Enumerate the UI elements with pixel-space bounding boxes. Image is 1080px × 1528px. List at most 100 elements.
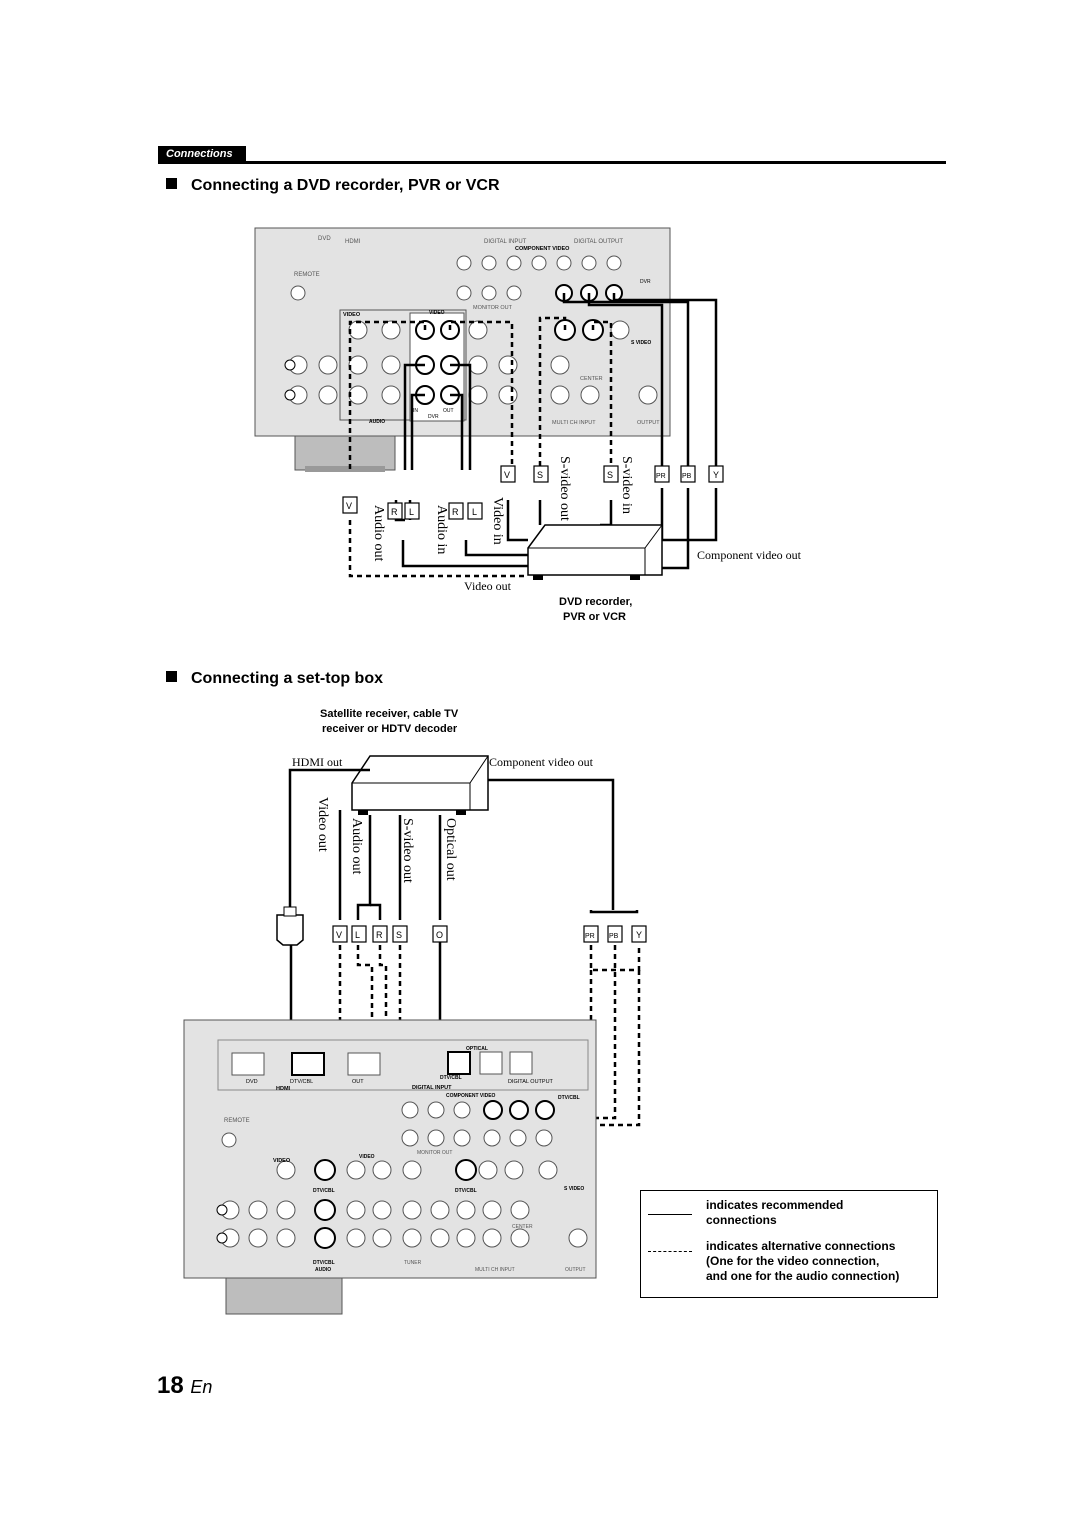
bottom-label-dtv-cbl-audio: DTV/CBL (313, 1260, 335, 1266)
plug-y: Y (713, 470, 719, 480)
label-video-in: Video in (490, 497, 505, 545)
stb-device (351, 755, 489, 815)
label-hdmi-out: HDMI out (292, 755, 343, 769)
bottom-label-monitor-out: MONITOR OUT (417, 1150, 452, 1156)
panel-label-output: OUTPUT (637, 420, 660, 426)
panel-label-video-2: VIDEO (429, 310, 445, 316)
stb-device-name-1: Satellite receiver, cable TV (320, 708, 459, 720)
plug-l: L (409, 507, 414, 517)
receiver-rear-panel-bottom: DVD DTV/CBL HDMI OUT OPTICAL DTV/CBL DIG… (183, 1019, 597, 1315)
heading-dvd-text: Connecting a DVD recorder, PVR or VCR (191, 177, 500, 194)
panel-label-video: VIDEO (343, 312, 361, 318)
label-audio-in: Audio in (434, 505, 449, 554)
panel-label-remote: REMOTE (294, 272, 320, 278)
dvd-device-name-1: DVD recorder, (559, 596, 632, 608)
page-number-value: 18 (157, 1372, 184, 1399)
dvd-device-name-2: PVR or VCR (563, 611, 626, 623)
bottom-label-digital-input: DIGITAL INPUT (412, 1085, 452, 1091)
legend-dashed-text-3: and one for the audio connection) (706, 1269, 900, 1283)
stb-device-name-2: receiver or HDTV decoder (322, 723, 458, 735)
dvd-cables (394, 293, 718, 570)
plug-s-out: S (537, 470, 543, 480)
plug-pr: PR (656, 473, 666, 480)
panel-label-dvr-comp: DVR (640, 279, 651, 285)
panel-label-hdmi: HDMI (345, 239, 361, 245)
label-stb-audio-out: Audio out (349, 818, 364, 875)
stb-plug-pb: PB (609, 933, 619, 940)
legend-dashed-text-2: (One for the video connection, (706, 1254, 880, 1268)
bullet-square-icon (166, 671, 177, 682)
plug-v: V (346, 501, 352, 511)
plug-r: R (391, 507, 398, 517)
bottom-label-dtv-cbl-opt: DTV/CBL (440, 1075, 462, 1081)
bottom-label-digital-output: DIGITAL OUTPUT (508, 1079, 554, 1085)
heading-stb: Connecting a set-top box (166, 670, 383, 688)
stb-cables (288, 768, 639, 1072)
stb-plug-pr: PR (585, 933, 595, 940)
label-stb-svideo-out: S-video out (400, 818, 415, 883)
bottom-label-dtv-cbl: DTV/CBL (290, 1079, 313, 1085)
panel-label-multi-ch: MULTI CH INPUT (552, 420, 596, 426)
bottom-label-video: VIDEO (273, 1158, 291, 1164)
legend (640, 1190, 938, 1298)
panel-label-digital-output: DIGITAL OUTPUT (574, 239, 623, 245)
stb-plug-s: S (396, 930, 402, 940)
label-svideo-out: S-video out (557, 456, 572, 521)
label-stb-optical-out: Optical out (443, 818, 458, 881)
label-audio-out: Audio out (371, 505, 386, 562)
plug-l-in: L (472, 507, 477, 517)
dvd-recorder-device (527, 524, 663, 580)
bottom-label-dvd: DVD (246, 1079, 258, 1085)
stb-plug-o: O (436, 930, 443, 940)
heading-dvd: Connecting a DVD recorder, PVR or VCR (166, 177, 500, 195)
panel-label-monitor-out: MONITOR OUT (473, 305, 513, 311)
panel-label-audio: AUDIO (369, 419, 385, 425)
stb-plug-l: L (355, 930, 360, 940)
bottom-label-audio: AUDIO (315, 1267, 331, 1273)
heading-stb-text: Connecting a set-top box (191, 670, 383, 687)
bottom-label-hdmi: HDMI (276, 1086, 291, 1092)
bottom-label-tuner: TUNER (404, 1260, 422, 1266)
label-stb-component-out: Component video out (489, 755, 594, 769)
stb-plug-r: R (376, 930, 383, 940)
label-stb-video-out: Video out (315, 797, 330, 852)
bottom-label-remote: REMOTE (224, 1118, 250, 1124)
receiver-rear-panel-top: DVD HDMI DIGITAL INPUT DIGITAL OUTPUT CO… (254, 227, 671, 472)
panel-label-center: CENTER (580, 376, 603, 382)
plug-s-in: S (607, 470, 613, 480)
panel-label-digital-input: DIGITAL INPUT (484, 239, 527, 245)
bullet-square-icon (166, 178, 177, 189)
plug-v-in: V (504, 470, 510, 480)
bottom-label-center: CENTER (512, 1224, 533, 1230)
stb-plugs: V L R S O PR PB Y (276, 906, 647, 946)
panel-label-component-video: COMPONENT VIDEO (515, 246, 570, 252)
panel-label-out: OUT (443, 408, 454, 414)
label-video-out: Video out (464, 579, 512, 593)
bottom-label-svideo: S VIDEO (564, 1186, 584, 1192)
panel-label-dvd: DVD (318, 236, 331, 242)
panel-label-dvr-audio: DVR (428, 414, 439, 420)
bottom-label-output: OUTPUT (565, 1267, 586, 1273)
bottom-label-dtv-cbl-video: DTV/CBL (313, 1188, 335, 1194)
plug-pb: PB (682, 473, 692, 480)
label-component-video-out: Component video out (697, 548, 802, 562)
page-language: En (190, 1377, 213, 1397)
bottom-label-dtv-cbl-comp: DTV/CBL (558, 1095, 580, 1101)
section-rule (158, 146, 946, 164)
stb-plug-y: Y (636, 930, 642, 940)
legend-dashed-line (648, 1251, 692, 1252)
bottom-label-video-2: VIDEO (359, 1154, 375, 1160)
section-tab: Connections (158, 146, 246, 162)
bottom-label-multi-ch: MULTI CH INPUT (475, 1267, 515, 1273)
bottom-label-out: OUT (352, 1079, 364, 1085)
bottom-label-dtv-cbl-s: DTV/CBL (455, 1188, 477, 1194)
page-number: 18 En (157, 1372, 212, 1400)
dvd-dashed-cables (348, 316, 613, 578)
panel-label-svideo: S VIDEO (631, 340, 651, 346)
plug-r-in: R (452, 507, 459, 517)
panel-label-in: IN (413, 408, 418, 414)
legend-dashed-text-1: indicates alternative connections (706, 1239, 896, 1253)
legend-solid-text: indicates recommended connections (706, 1198, 844, 1227)
bottom-label-optical: OPTICAL (466, 1046, 488, 1052)
